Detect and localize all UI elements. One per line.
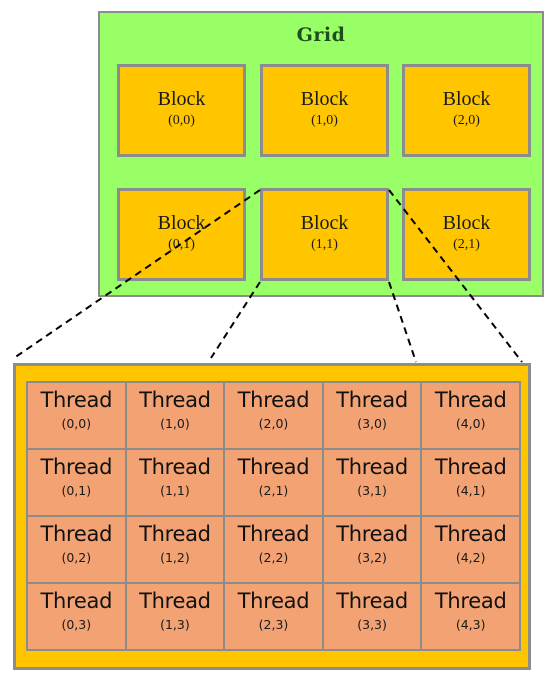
thread-coord: (1,0) [160,416,190,431]
block-coord: (1,0) [311,113,338,128]
thread-label: Thread [139,522,211,546]
block-label: Block [300,212,349,234]
thread-label: Thread [237,589,310,613]
block-0-1: Block (0,1) [117,188,246,281]
thread-coord: (3,2) [357,550,387,565]
thread-label: Thread [40,522,113,546]
thread-coord: (0,3) [61,617,92,632]
thread-cell: Thread (3,1) [323,450,423,517]
thread-coord: (2,0) [258,416,289,431]
thread-coord: (4,3) [455,617,486,632]
thread-cell: Thread (2,3) [225,584,324,651]
thread-coord: (3,0) [357,416,387,431]
thread-cell: Thread (1,0) [126,383,226,450]
thread-cell: Thread (2,1) [225,450,324,517]
thread-cell: Thread (0,2) [28,517,127,584]
block-1-1: Block (1,1) [260,188,389,281]
block-label: Block [300,88,349,110]
thread-cell: Thread (1,1) [126,450,226,517]
thread-coord: (3,3) [357,617,387,632]
thread-label: Thread [434,455,507,479]
block-2-1: Block (2,1) [402,188,531,281]
block-coord: (0,0) [168,113,195,128]
thread-coord: (0,0) [61,416,92,431]
thread-coord: (1,2) [160,550,190,565]
thread-label: Thread [237,388,310,412]
block-coord: (2,1) [453,237,480,252]
thread-cell: Thread (2,2) [225,517,324,584]
block-label: Block [157,88,206,110]
thread-cell: Thread (1,3) [126,584,226,651]
thread-cell: Thread (0,0) [28,383,127,450]
block-coord: (0,1) [168,237,195,252]
block-label: Block [442,212,491,234]
thread-label: Thread [139,388,211,412]
thread-label: Thread [336,589,408,613]
thread-coord: (2,1) [258,483,289,498]
thread-label: Thread [40,589,113,613]
grid-container: Grid Block (0,0) Block (1,0) Block (2,0)… [98,11,544,297]
thread-cell: Thread (0,3) [28,584,127,651]
thread-grid: Thread (0,0) Thread (1,0) Thread (2,0) Thread (… [26,381,521,651]
block-label: Block [157,212,206,234]
block-coord: (1,1) [311,237,338,252]
thread-cell: Thread (4,0) [422,383,521,450]
thread-label: Thread [40,388,113,412]
thread-cell: Thread (3,3) [323,584,423,651]
block-2-0: Block (2,0) [402,64,531,157]
thread-coord: (4,0) [455,416,486,431]
thread-label: Thread [434,589,507,613]
thread-coord: (1,3) [160,617,190,632]
thread-coord: (0,2) [61,550,92,565]
thread-cell: Thread (4,2) [422,517,521,584]
thread-cell: Thread (3,2) [323,517,423,584]
thread-cell: Thread (4,3) [422,584,521,651]
thread-coord: (4,1) [455,483,486,498]
thread-coord: (2,2) [258,550,289,565]
thread-cell: Thread (4,1) [422,450,521,517]
thread-cell: Thread (3,0) [323,383,423,450]
expanded-block: Thread (0,0) Thread (1,0) Thread (2,0) Thread (… [13,363,531,670]
thread-label: Thread [139,455,211,479]
thread-coord: (0,1) [61,483,92,498]
thread-coord: (1,1) [160,483,190,498]
block-0-0: Block (0,0) [117,64,246,157]
thread-label: Thread [434,388,507,412]
block-label: Block [442,88,491,110]
thread-label: Thread [336,455,408,479]
block-coord: (2,0) [453,113,480,128]
thread-coord: (4,2) [455,550,486,565]
grid-title: Grid [296,24,346,46]
thread-cell: Thread (1,2) [126,517,226,584]
thread-coord: (2,3) [258,617,289,632]
thread-cell: Thread (2,0) [225,383,324,450]
thread-label: Thread [237,522,310,546]
thread-label: Thread [336,388,408,412]
thread-label: Thread [434,522,507,546]
block-1-0: Block (1,0) [260,64,389,157]
thread-label: Thread [40,455,113,479]
thread-coord: (3,1) [357,483,387,498]
thread-cell: Thread (0,1) [28,450,127,517]
thread-label: Thread [139,589,211,613]
thread-label: Thread [336,522,408,546]
thread-label: Thread [237,455,310,479]
